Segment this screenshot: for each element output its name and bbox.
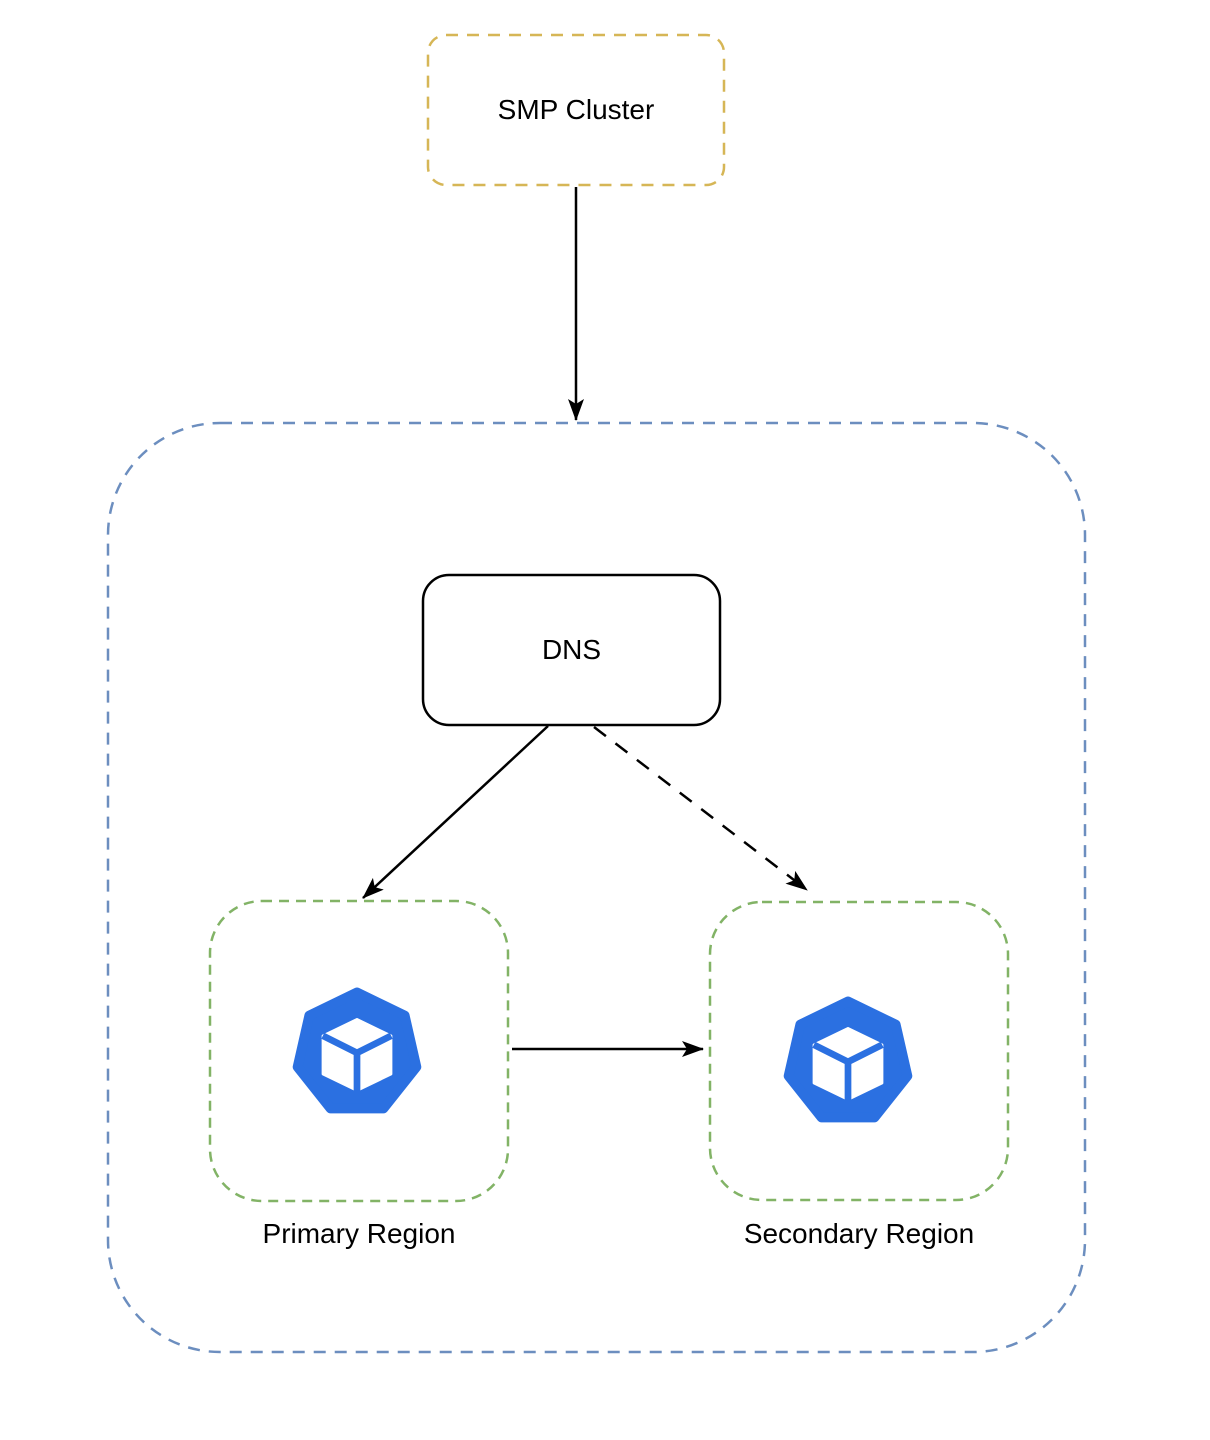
cube-heptagon-icon bbox=[783, 996, 913, 1123]
primary-region-box bbox=[208, 899, 510, 1203]
edge-dns-to-secondary-region bbox=[593, 726, 808, 891]
smp-cluster-box bbox=[426, 33, 726, 187]
cube-heptagon-icon bbox=[292, 987, 422, 1114]
dns-box bbox=[421, 573, 722, 727]
secondary-region-box bbox=[708, 900, 1010, 1202]
container-box bbox=[106, 421, 1087, 1354]
edge-dns-to-primary-region bbox=[362, 725, 549, 899]
